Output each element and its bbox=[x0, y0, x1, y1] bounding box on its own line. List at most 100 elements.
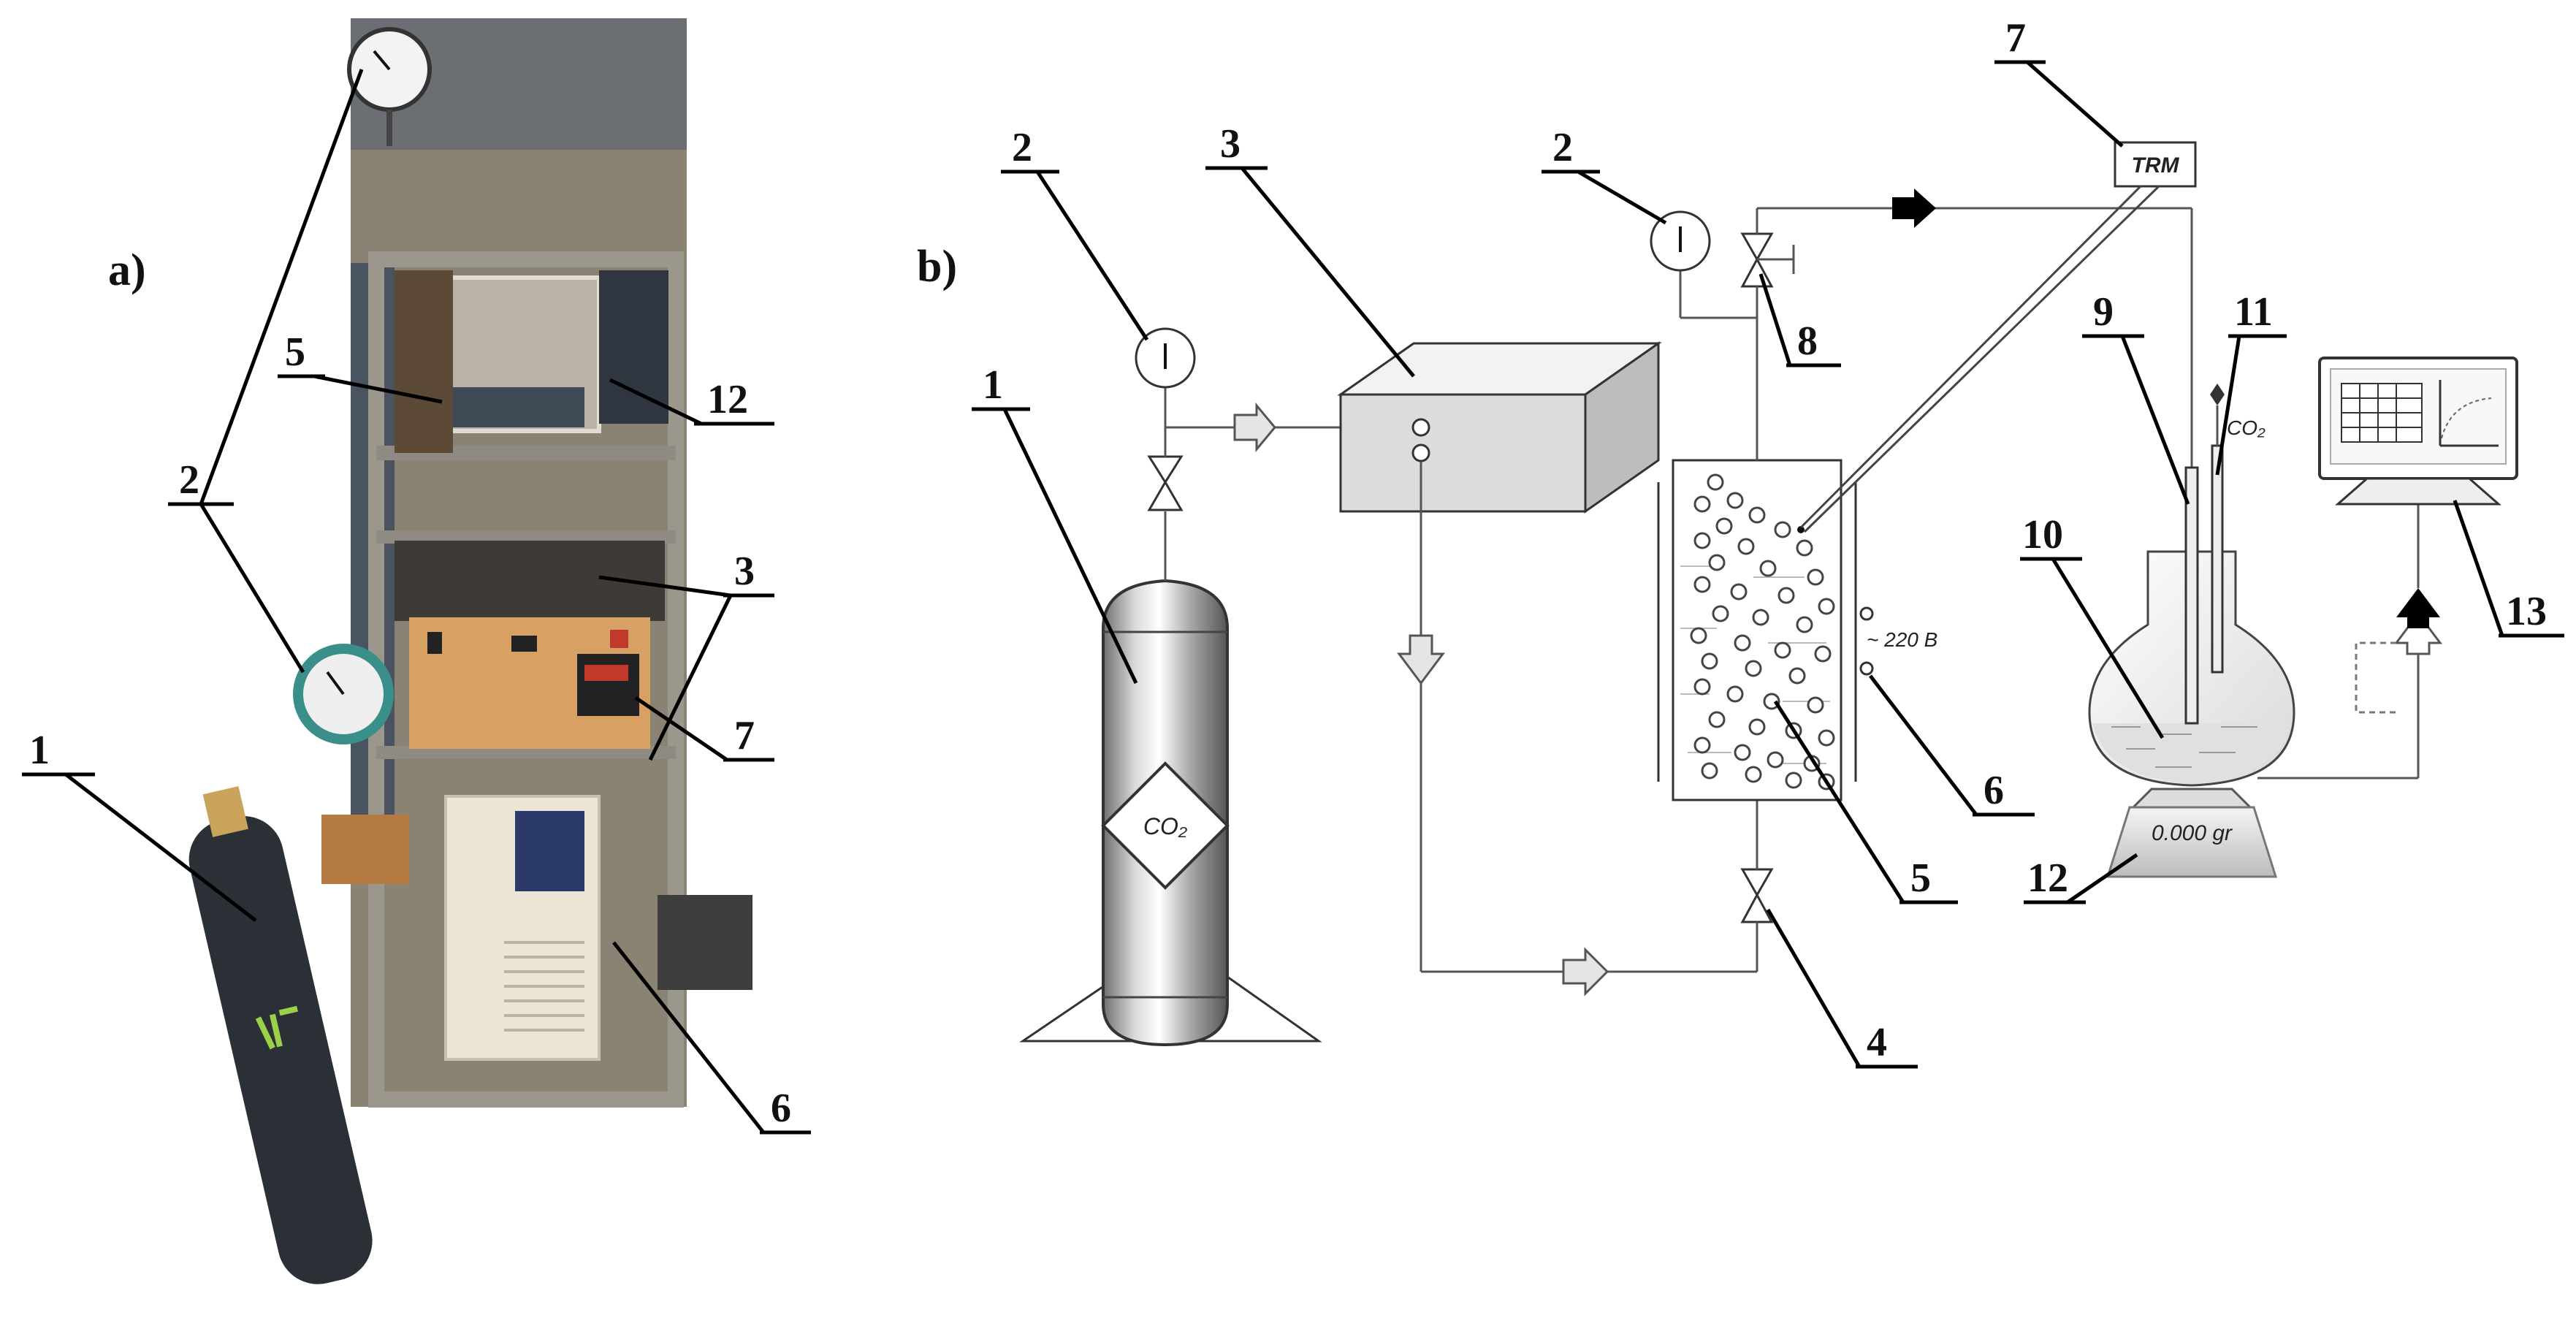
computer bbox=[2318, 357, 2518, 506]
data-arrow-black bbox=[2396, 588, 2440, 628]
leader-b5 bbox=[1773, 700, 1905, 904]
trm-box: TRM bbox=[2114, 141, 2197, 188]
thermocouple-tip bbox=[1797, 526, 1805, 533]
callout-a-5: 5 bbox=[285, 329, 305, 375]
leader-a5 bbox=[313, 374, 443, 404]
leader-b6 bbox=[1869, 674, 1978, 816]
callout-b-8: 8 bbox=[1797, 319, 1818, 364]
cylinder-valve bbox=[202, 786, 248, 837]
flow-arrow-1 bbox=[1233, 402, 1276, 453]
callout-b-13: 13 bbox=[2506, 589, 2547, 634]
dark-panel bbox=[599, 270, 668, 424]
top-gauge-needle bbox=[373, 50, 391, 71]
callout-b-7: 7 bbox=[2005, 15, 2026, 61]
flask-liquid bbox=[2092, 723, 2291, 783]
balance: 0.000 gr bbox=[2106, 788, 2278, 878]
leader-a12 bbox=[609, 378, 703, 426]
regulator-needle bbox=[326, 671, 345, 696]
balance-device bbox=[453, 387, 584, 427]
switch-2 bbox=[511, 636, 537, 652]
leader-b7 bbox=[2026, 61, 2124, 148]
leader-b1 bbox=[1002, 408, 1138, 685]
outlet-tube bbox=[2211, 444, 2224, 674]
leader-a3-top bbox=[598, 575, 731, 598]
gas-out-label: CO₂ bbox=[2227, 416, 2266, 439]
callout-a-12: 12 bbox=[707, 377, 748, 422]
leader-a2-top bbox=[199, 69, 364, 505]
leader-b2r bbox=[1577, 169, 1667, 225]
co2-cylinder: CO₂ bbox=[1019, 511, 1322, 1047]
cylinder-label: CO₂ bbox=[1143, 813, 1187, 839]
callout-b-11: 11 bbox=[2234, 289, 2273, 335]
panel-b-callouts: 1 2 3 2 4 5 6 7 8 9 10 11 12 13 bbox=[983, 15, 2547, 1065]
chiller-screen bbox=[515, 811, 584, 891]
callout-b-6: 6 bbox=[1984, 768, 2004, 813]
chiller-box bbox=[1337, 341, 1662, 514]
callout-a-7: 7 bbox=[734, 713, 755, 758]
outlet-arrow bbox=[2210, 384, 2225, 405]
leader-b3 bbox=[1241, 167, 1415, 378]
trm-rect bbox=[2114, 141, 2197, 188]
callout-a-6: 6 bbox=[771, 1086, 791, 1131]
leader-a6 bbox=[612, 941, 765, 1134]
callout-b-4: 4 bbox=[1867, 1020, 1887, 1065]
leader-b10 bbox=[2051, 557, 2165, 739]
valve-4 bbox=[1740, 868, 1774, 923]
leader-b4 bbox=[1766, 908, 1861, 1068]
gas-cylinder-photo bbox=[188, 786, 373, 1284]
callout-a-3: 3 bbox=[734, 549, 755, 594]
trm-controller bbox=[577, 654, 639, 716]
callout-a-2: 2 bbox=[179, 457, 199, 503]
reactor-wrap bbox=[395, 270, 453, 453]
panel-a-label: a) bbox=[108, 245, 146, 295]
valve-4-lower bbox=[1740, 892, 1774, 923]
valve-4-upper bbox=[1740, 868, 1774, 898]
leader-a1 bbox=[64, 773, 257, 922]
box-port-2 bbox=[1411, 443, 1430, 462]
leader-a3-bottom bbox=[648, 594, 733, 761]
regulator-body bbox=[321, 815, 409, 884]
heater-terminal-1 bbox=[1859, 606, 1874, 621]
pressure-gauge-right bbox=[1650, 210, 1711, 272]
trm-display bbox=[584, 665, 628, 681]
valve-1-upper bbox=[1147, 455, 1184, 484]
box-port-1 bbox=[1411, 418, 1430, 437]
valve-1 bbox=[1147, 455, 1184, 511]
callout-b-2-right: 2 bbox=[1552, 125, 1573, 170]
inlet-tube bbox=[2184, 466, 2199, 725]
balance-pan bbox=[2130, 788, 2253, 809]
leader-b11 bbox=[2215, 335, 2241, 476]
switch-3 bbox=[610, 630, 628, 648]
chiller-vents bbox=[504, 941, 584, 1032]
wire-1 bbox=[1799, 185, 2142, 529]
flow-arrow-down bbox=[1397, 634, 1445, 685]
callout-b-3: 3 bbox=[1220, 121, 1241, 167]
valve-8-lower bbox=[1740, 256, 1774, 288]
flow-arrow-black bbox=[1892, 188, 1936, 228]
leader-b2 bbox=[1035, 170, 1149, 341]
callout-b-1: 1 bbox=[983, 362, 1003, 408]
cylinder-diamond bbox=[1101, 761, 1230, 890]
cylinder-marking bbox=[255, 1005, 298, 1050]
flask: CO₂ bbox=[2088, 384, 2295, 787]
switch-1 bbox=[427, 632, 442, 654]
heater-voltage: ~ 220 B bbox=[1867, 628, 1937, 651]
reactor-column: ~ 220 B bbox=[1657, 459, 1937, 801]
panel-a-callouts: 1 2 3 5 6 7 12 bbox=[29, 329, 791, 1131]
valve-8-upper bbox=[1740, 232, 1774, 262]
flask-liquid-lines bbox=[2111, 726, 2257, 768]
callout-a-1: 1 bbox=[29, 728, 50, 773]
leader-b9 bbox=[2120, 335, 2190, 505]
screen-table-icon bbox=[2341, 383, 2423, 443]
basket bbox=[658, 895, 752, 990]
panel-a-leaders bbox=[22, 69, 811, 1135]
panel-b-leaders bbox=[972, 60, 2564, 1069]
panel-b-label: b) bbox=[917, 242, 957, 292]
pressure-gauge-left bbox=[1135, 327, 1196, 389]
leader-b13 bbox=[2453, 500, 2504, 636]
cylinder-body bbox=[188, 816, 373, 1284]
callout-b-2-left: 2 bbox=[1012, 125, 1032, 170]
leader-b8 bbox=[1758, 273, 1792, 366]
